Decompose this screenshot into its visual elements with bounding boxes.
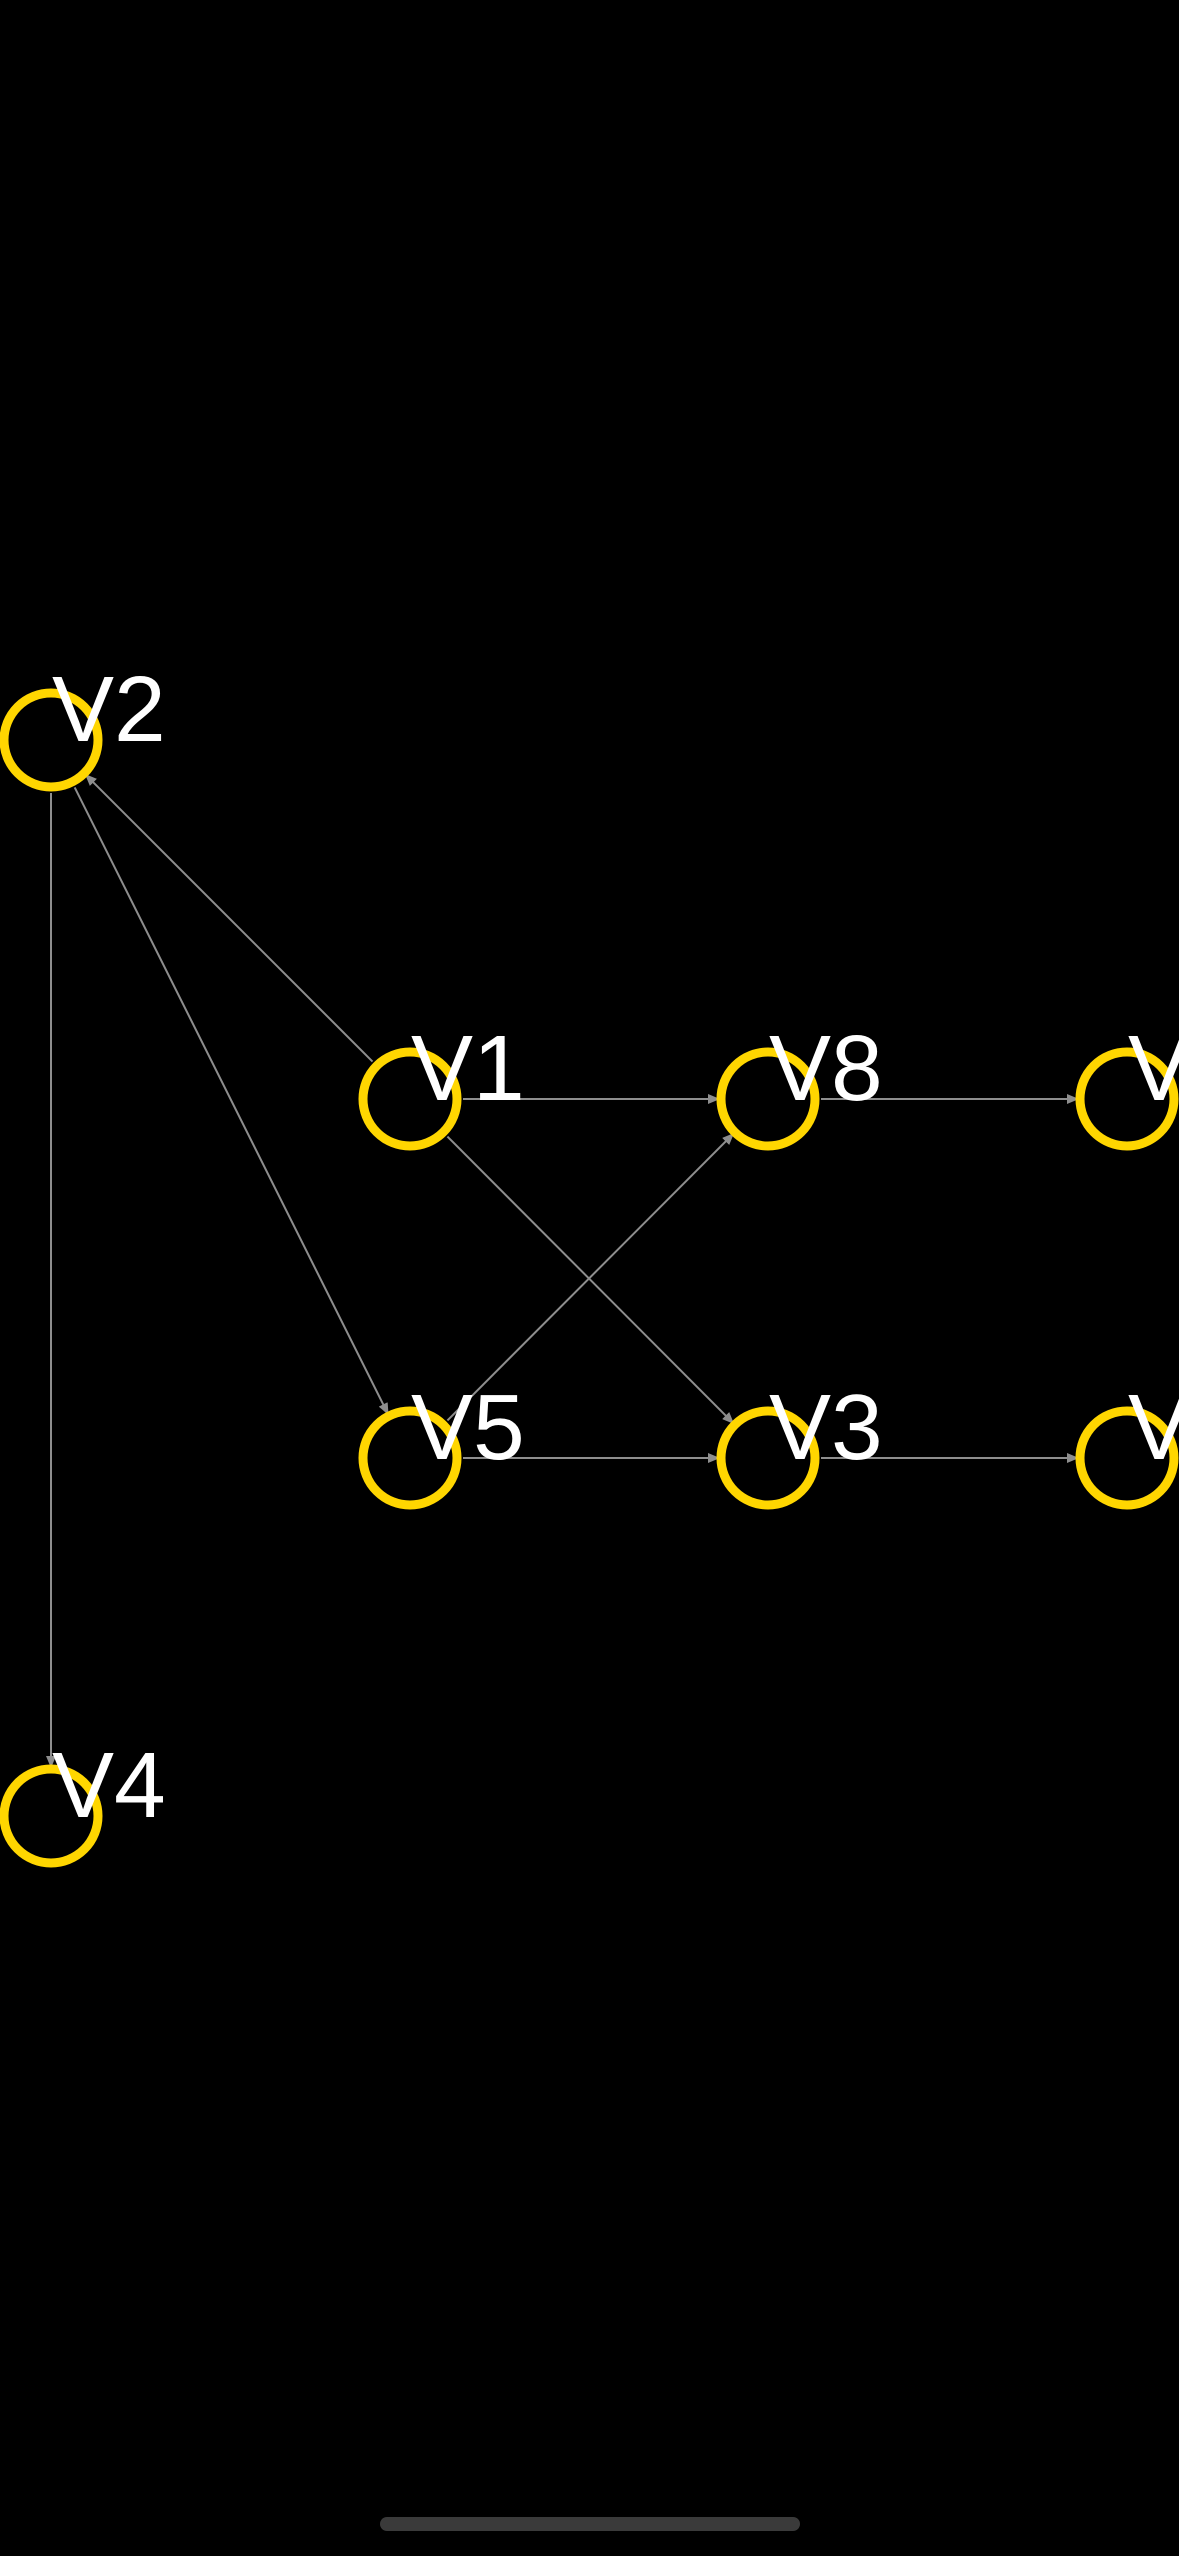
node-circle[interactable] xyxy=(1075,1047,1179,1151)
node-circle[interactable] xyxy=(716,1406,820,1510)
node-v8[interactable]: V8 xyxy=(716,1016,883,1151)
node-label: V xyxy=(1128,1016,1179,1120)
home-indicator[interactable] xyxy=(380,2517,800,2531)
node-label: V3 xyxy=(769,1375,883,1479)
edges-layer xyxy=(46,773,1079,1768)
node-circle[interactable] xyxy=(358,1047,462,1151)
node-circle[interactable] xyxy=(716,1047,820,1151)
node-label: V5 xyxy=(411,1375,525,1479)
node-circle[interactable] xyxy=(358,1406,462,1510)
node-v2[interactable]: V2 xyxy=(0,657,166,792)
node-circle[interactable] xyxy=(1075,1406,1179,1510)
node-circle[interactable] xyxy=(0,1764,103,1868)
node-v6[interactable]: V xyxy=(1075,1016,1179,1151)
node-v7[interactable]: V xyxy=(1075,1375,1179,1510)
node-v4[interactable]: V4 xyxy=(0,1733,166,1868)
node-label: V xyxy=(1128,1375,1179,1479)
node-v1[interactable]: V1 xyxy=(358,1016,525,1151)
node-label: V1 xyxy=(411,1016,525,1120)
node-v5[interactable]: V5 xyxy=(358,1375,525,1510)
node-label: V2 xyxy=(52,657,166,761)
node-label: V8 xyxy=(769,1016,883,1120)
edge-v2-v5 xyxy=(73,786,389,1416)
node-circle[interactable] xyxy=(0,688,103,792)
node-v3[interactable]: V3 xyxy=(716,1375,883,1510)
node-label: V4 xyxy=(52,1733,166,1837)
edge-v5-v8 xyxy=(446,1132,735,1422)
edge-v1-v2 xyxy=(84,773,374,1063)
edge-v1-v3 xyxy=(446,1135,735,1425)
